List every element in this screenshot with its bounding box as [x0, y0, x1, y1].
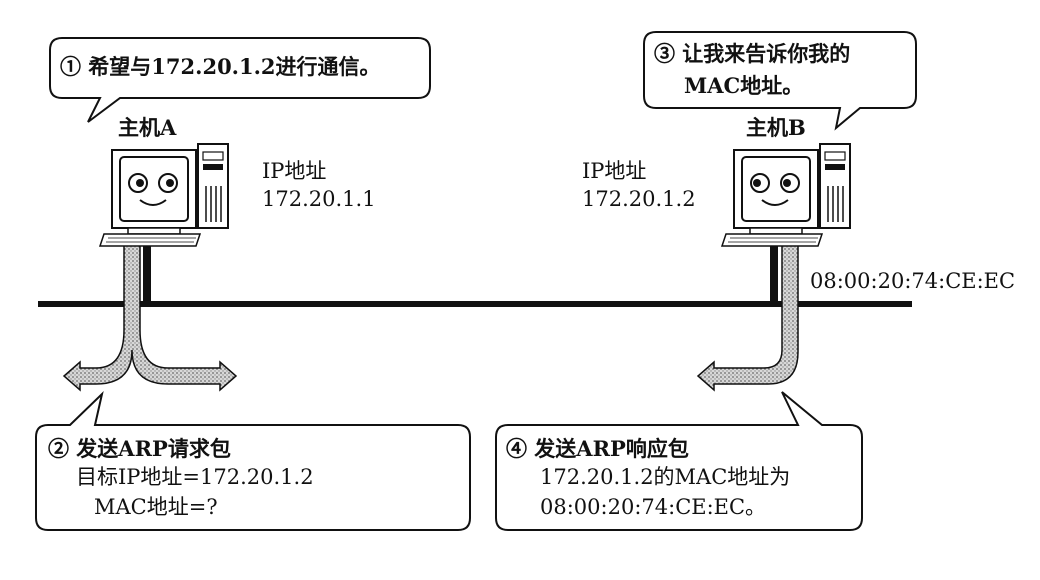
- host-b-ip-label: IP地址: [582, 159, 647, 183]
- bubble-b-text-line2: MAC地址。: [684, 73, 804, 98]
- speech-bubble-host-b: [643, 31, 917, 131]
- host-b-reply-arrow: [696, 239, 799, 392]
- host-a-stand: [143, 245, 151, 303]
- host-b-ip: 172.20.1.2: [582, 187, 696, 211]
- bubble-a-text: ① 希望与172.20.1.2进行通信。: [60, 54, 381, 79]
- arp-reply-line2: 172.20.1.2的MAC地址为: [540, 465, 791, 489]
- network-bus: [38, 301, 912, 307]
- host-b-computer-icon: [720, 143, 851, 247]
- host-a-computer-icon: [98, 143, 229, 247]
- arp-reply-line3: 08:00:20:74:CE:EC。: [540, 495, 767, 519]
- host-a-broadcast-arrow: [62, 239, 238, 392]
- arp-reply-line1: ④ 发送ARP响应包: [506, 436, 689, 461]
- arp-request-line2: 目标IP地址=172.20.1.2: [76, 465, 314, 489]
- arp-request-box: [35, 390, 471, 531]
- arp-reply-box: [495, 391, 863, 531]
- arp-request-line1: ② 发送ARP请求包: [48, 436, 231, 461]
- bubble-b-text-line1: ③ 让我来告诉你我的: [654, 41, 851, 66]
- speech-bubble-host-a: [49, 37, 431, 123]
- host-a-ip-label: IP地址: [262, 159, 327, 183]
- host-a-ip: 172.20.1.1: [262, 187, 376, 211]
- host-b-stand: [770, 245, 778, 303]
- host-a-name: 主机A: [118, 115, 177, 140]
- host-b-mac: 08:00:20:74:CE:EC: [810, 269, 1016, 293]
- arp-request-line3: MAC地址=?: [94, 495, 218, 519]
- host-b-name: 主机B: [746, 115, 806, 140]
